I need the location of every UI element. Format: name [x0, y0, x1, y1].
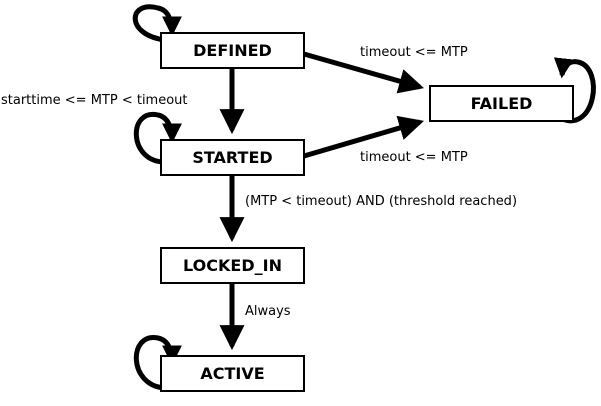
state-locked-in: LOCKED_IN — [160, 247, 305, 284]
failed-self-loop — [553, 57, 596, 124]
state-failed: FAILED — [429, 85, 574, 122]
state-active-label: ACTIVE — [200, 364, 264, 383]
state-started: STARTED — [160, 139, 305, 176]
state-failed-label: FAILED — [471, 94, 533, 113]
edge-started-to-failed — [303, 115, 424, 159]
state-locked-in-label: LOCKED_IN — [183, 256, 282, 275]
state-started-label: STARTED — [192, 148, 272, 167]
state-defined: DEFINED — [160, 32, 305, 69]
defined-self-loop — [132, 4, 182, 43]
label-defined-to-started: starttime <= MTP < timeout — [1, 93, 188, 108]
label-defined-to-failed: timeout <= MTP — [360, 45, 468, 60]
state-active: ACTIVE — [160, 355, 305, 392]
label-locked-in-to-active: Always — [245, 304, 291, 319]
label-started-to-locked-in: (MTP < timeout) AND (threshold reached) — [245, 194, 517, 209]
state-defined-label: DEFINED — [193, 41, 272, 60]
started-self-loop — [133, 111, 182, 165]
edge-defined-to-failed — [303, 51, 425, 94]
active-self-loop — [133, 335, 182, 391]
label-started-to-failed: timeout <= MTP — [360, 150, 468, 165]
